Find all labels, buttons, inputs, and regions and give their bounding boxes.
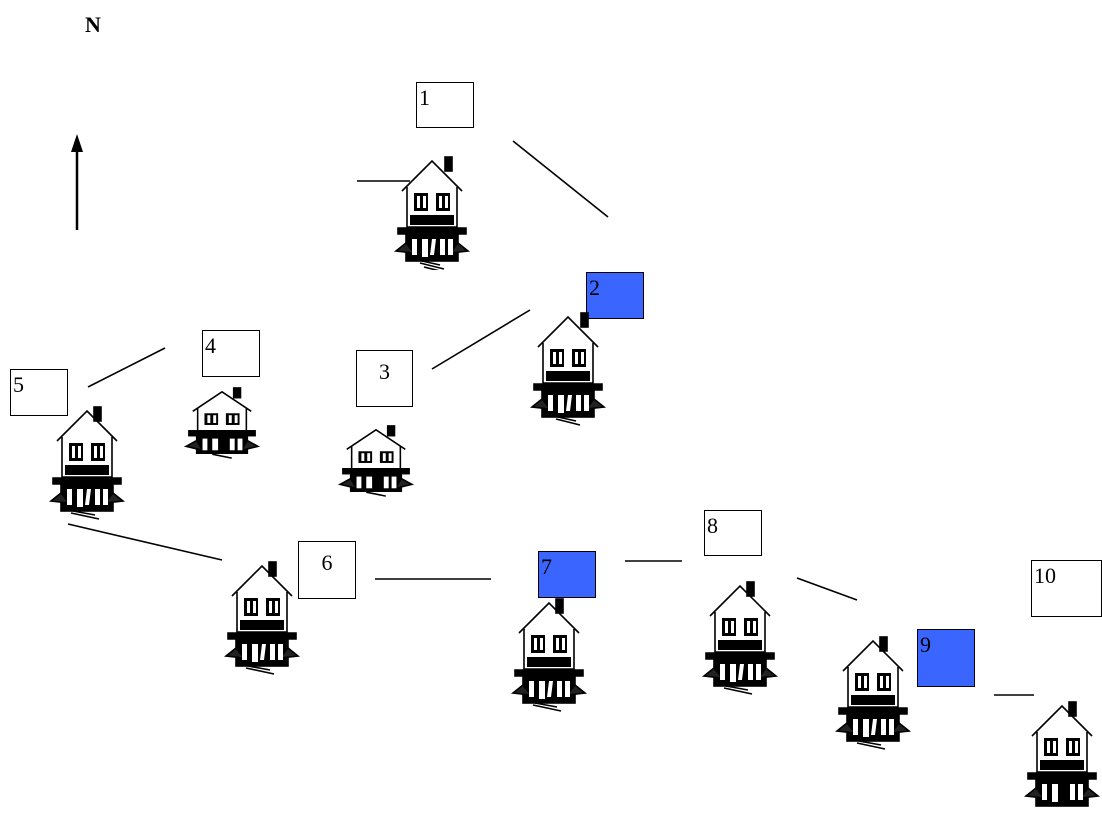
connector-line-4 bbox=[87, 347, 166, 388]
house-icon bbox=[223, 561, 301, 675]
box-2-label: 2 bbox=[589, 275, 600, 300]
house-icon bbox=[701, 581, 779, 695]
box-4: 4 bbox=[202, 330, 260, 377]
box-7: 7 bbox=[538, 551, 596, 598]
box-6: 6 bbox=[298, 541, 356, 599]
connector-line-2 bbox=[512, 140, 609, 218]
box-8-label: 8 bbox=[707, 513, 718, 538]
north-arrow-icon bbox=[71, 134, 83, 230]
box-6-label: 6 bbox=[321, 550, 333, 575]
house-icon bbox=[393, 156, 471, 270]
box-5: 5 bbox=[10, 369, 68, 416]
house-icon bbox=[1023, 701, 1101, 807]
house-icon bbox=[529, 312, 607, 426]
house-icon bbox=[48, 406, 126, 520]
house-icon bbox=[183, 387, 261, 459]
box-1-label: 1 bbox=[419, 85, 430, 110]
box-3-label: 3 bbox=[379, 359, 390, 384]
box-4-label: 4 bbox=[205, 333, 216, 358]
north-label: N bbox=[85, 12, 101, 37]
box-10: 10 bbox=[1031, 560, 1102, 617]
connector-line-3 bbox=[431, 309, 531, 370]
house-icon bbox=[510, 598, 588, 712]
box-1: 1 bbox=[416, 82, 474, 128]
box-7-label: 7 bbox=[541, 554, 552, 579]
box-10-label: 10 bbox=[1034, 563, 1056, 588]
box-8: 8 bbox=[704, 510, 762, 556]
box-9-label: 9 bbox=[920, 632, 931, 657]
connector-line-5 bbox=[67, 523, 223, 561]
house-icon bbox=[834, 636, 912, 750]
box-3: 3 bbox=[356, 350, 413, 407]
box-5-label: 5 bbox=[13, 372, 24, 397]
house-icon bbox=[337, 425, 415, 497]
box-2: 2 bbox=[586, 272, 644, 319]
connector-line-8 bbox=[796, 577, 858, 601]
box-9: 9 bbox=[917, 629, 975, 687]
